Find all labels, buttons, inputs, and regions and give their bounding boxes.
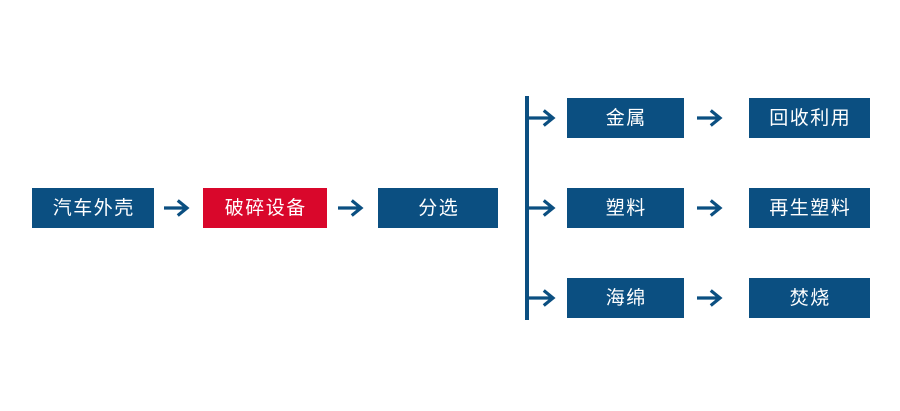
node-sorting[interactable]: 分选	[378, 188, 498, 228]
node-plastic[interactable]: 塑料	[567, 188, 684, 228]
node-car-shell[interactable]: 汽车外壳	[32, 188, 154, 228]
node-repplastic[interactable]: 再生塑料	[749, 188, 870, 228]
node-sponge[interactable]: 海绵	[567, 278, 684, 318]
arrow-right-icon-plastic-to-repplastic	[697, 199, 727, 217]
node-recycle[interactable]: 回收利用	[749, 98, 870, 138]
node-crusher[interactable]: 破碎设备	[203, 188, 327, 228]
vertical-split-bus-icon	[521, 94, 567, 322]
arrow-right-icon-metal-to-recycle	[697, 109, 727, 127]
node-incineration[interactable]: 焚烧	[749, 278, 870, 318]
node-metal[interactable]: 金属	[567, 98, 684, 138]
arrow-right-icon-crusher-to-sorting	[338, 199, 368, 217]
arrow-right-icon-car-to-crusher	[164, 199, 194, 217]
arrow-right-icon-sponge-to-incineration	[697, 289, 727, 307]
